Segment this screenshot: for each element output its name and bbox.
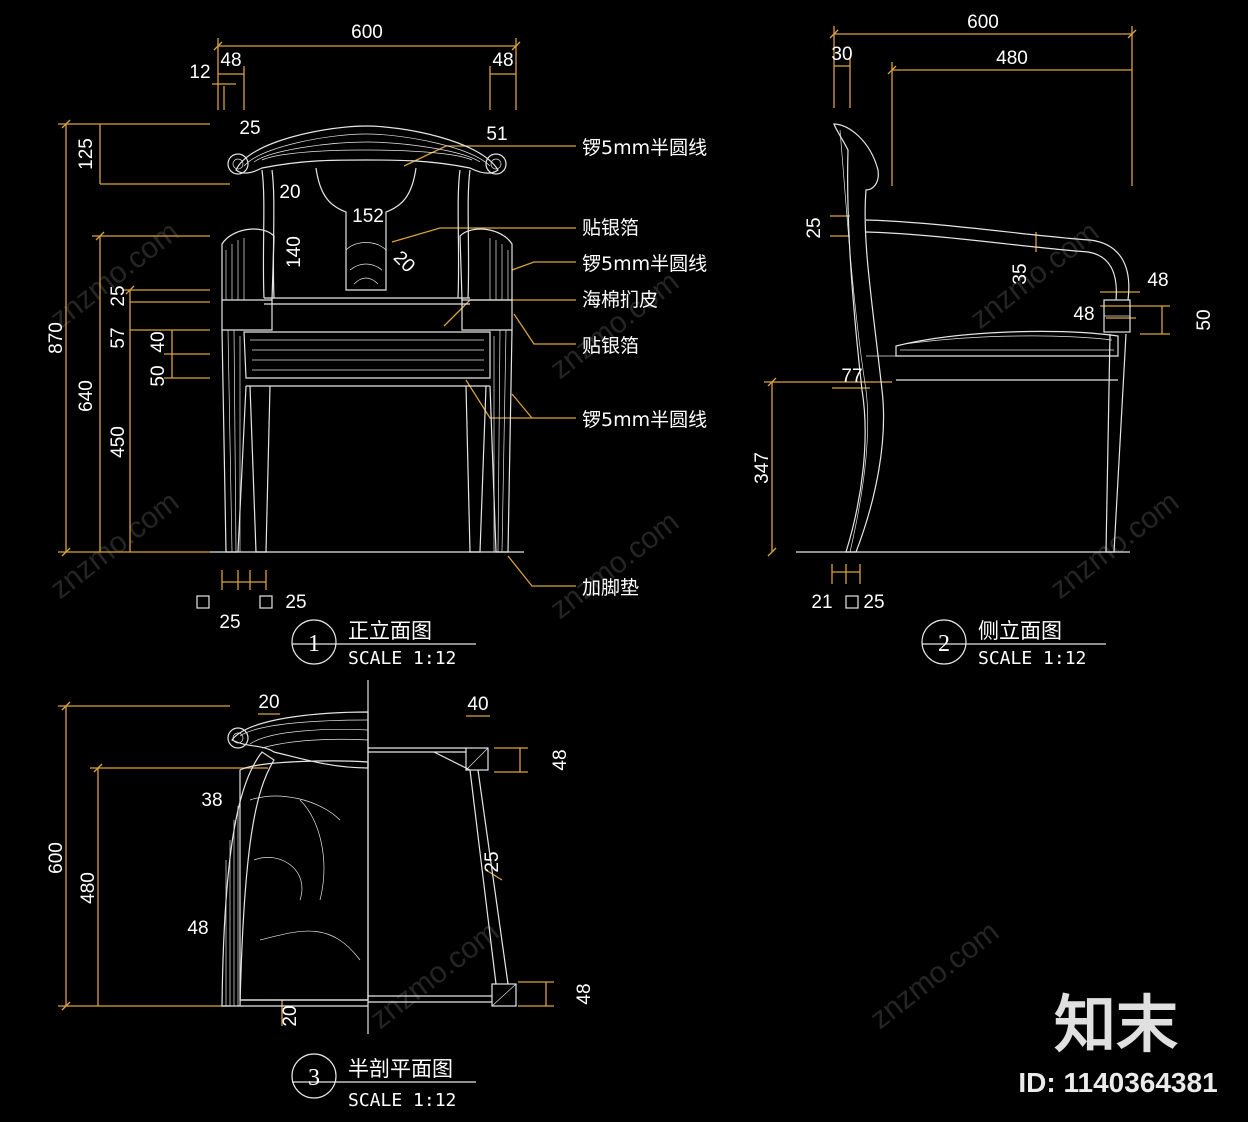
plan-dim-480: 480 bbox=[78, 872, 99, 904]
side-dim-25-leg: 25 bbox=[863, 592, 884, 613]
front-view-number: 1 bbox=[308, 631, 320, 657]
front-note-silver-leaf-top: 贴银箔 bbox=[582, 217, 639, 239]
side-dim-25: 25 bbox=[804, 217, 825, 238]
front-dim-leg-25-right: 25 bbox=[285, 592, 306, 613]
brand-logo-text: 知末 bbox=[1054, 988, 1178, 1061]
watermark-2: znzmo.com bbox=[544, 265, 685, 385]
front-note-foot-pad: 加脚垫 bbox=[582, 577, 639, 599]
front-note-groove-leg: 锣5mm半圆线 bbox=[582, 409, 707, 431]
front-dim-20-rail: 20 bbox=[279, 182, 300, 203]
side-dimension-lines bbox=[764, 26, 1170, 584]
side-view-number: 2 bbox=[938, 631, 950, 657]
side-dim-depth: 600 bbox=[967, 12, 999, 33]
watermark-8: znzmo.com bbox=[864, 915, 1005, 1035]
front-dim-50: 50 bbox=[148, 365, 169, 386]
front-note-groove-top: 锣5mm半圆线 bbox=[582, 137, 707, 159]
side-dim-48-top: 48 bbox=[1147, 270, 1168, 291]
plan-view-scale: SCALE 1:12 bbox=[348, 1090, 456, 1111]
front-dim-140: 140 bbox=[284, 236, 305, 268]
plan-dim-600: 600 bbox=[46, 842, 67, 874]
side-dim-347: 347 bbox=[752, 452, 773, 484]
side-dim-480: 480 bbox=[996, 48, 1028, 69]
watermark-1: znzmo.com bbox=[44, 215, 185, 335]
front-dim-25-top: 25 bbox=[239, 118, 260, 139]
plan-dim-48-arm: 48 bbox=[550, 749, 571, 770]
front-view-title: 正立面图 bbox=[348, 619, 432, 643]
front-dim-640: 640 bbox=[76, 380, 97, 412]
plan-dim-20-bottom: 20 bbox=[280, 1005, 301, 1026]
front-dimension-lines bbox=[58, 38, 576, 590]
side-view-title: 侧立面图 bbox=[978, 619, 1062, 643]
plan-dim-48-leg: 48 bbox=[574, 983, 595, 1004]
plan-dim-20-top: 20 bbox=[258, 692, 279, 713]
front-square-marker-left bbox=[196, 595, 210, 609]
plan-dimension-lines bbox=[58, 701, 554, 1026]
side-view-title-block: 2 侧立面图 SCALE 1:12 bbox=[921, 619, 1106, 669]
front-dim-leg-25-left: 25 bbox=[219, 612, 240, 633]
front-dim-width: 600 bbox=[351, 22, 383, 43]
watermark-5: znzmo.com bbox=[544, 505, 685, 625]
watermark-7: znzmo.com bbox=[364, 915, 505, 1035]
front-dim-48-left: 48 bbox=[220, 50, 241, 71]
side-view-scale: SCALE 1:12 bbox=[978, 648, 1086, 669]
watermark-4: znzmo.com bbox=[44, 485, 185, 605]
side-square-marker bbox=[845, 595, 859, 609]
front-dim-870: 870 bbox=[46, 322, 67, 354]
side-elevation-view: 600 30 480 25 35 48 48 50 77 347 21 25 2… bbox=[752, 12, 1215, 669]
front-dim-57: 57 bbox=[108, 327, 129, 348]
side-dim-77: 77 bbox=[841, 366, 862, 387]
front-dim-450: 450 bbox=[108, 426, 129, 458]
front-dim-12: 12 bbox=[189, 62, 210, 83]
front-note-silver-leaf-arm: 贴银箔 bbox=[582, 335, 639, 357]
side-dim-35: 35 bbox=[1010, 263, 1031, 284]
plan-view-number: 3 bbox=[308, 1065, 320, 1091]
drawing-id-label: ID: 1140364381 bbox=[1018, 1067, 1217, 1098]
side-dim-21: 21 bbox=[811, 592, 832, 613]
half-section-plan-view: 20 40 48 38 600 480 25 48 48 20 3 半剖平面图 … bbox=[46, 680, 595, 1111]
front-dim-20-carving: 20 bbox=[389, 247, 419, 277]
front-square-marker-right bbox=[259, 595, 273, 609]
plan-dim-40: 40 bbox=[467, 694, 488, 715]
front-view-scale: SCALE 1:12 bbox=[348, 648, 456, 669]
front-dim-40: 40 bbox=[148, 331, 169, 352]
plan-view-title: 半剖平面图 bbox=[348, 1057, 453, 1081]
front-elevation-view: 600 48 12 48 25 51 125 20 152 140 20 870… bbox=[46, 22, 707, 669]
front-dim-125: 125 bbox=[76, 138, 97, 170]
front-chair-outline bbox=[210, 125, 524, 553]
front-view-title-block: 1 正立面图 SCALE 1:12 bbox=[291, 619, 476, 669]
side-dim-48-arm: 48 bbox=[1073, 304, 1094, 325]
front-note-groove-arm: 锣5mm半圆线 bbox=[582, 253, 707, 275]
front-dim-48-right: 48 bbox=[492, 50, 513, 71]
side-dim-30: 30 bbox=[831, 44, 852, 65]
plan-dim-25: 25 bbox=[482, 851, 503, 872]
front-dim-152: 152 bbox=[352, 206, 384, 227]
plan-dim-38: 38 bbox=[201, 790, 222, 811]
front-dim-51: 51 bbox=[486, 124, 507, 145]
plan-chair-outline bbox=[221, 680, 517, 1034]
plan-dim-48-side: 48 bbox=[187, 918, 208, 939]
side-chair-outline bbox=[796, 123, 1131, 553]
front-dim-25-arm: 25 bbox=[108, 285, 129, 306]
front-note-sponge-leather: 海棉扪皮 bbox=[582, 289, 658, 311]
side-dim-50: 50 bbox=[1194, 309, 1215, 330]
plan-view-title-block: 3 半剖平面图 SCALE 1:12 bbox=[291, 1053, 476, 1111]
